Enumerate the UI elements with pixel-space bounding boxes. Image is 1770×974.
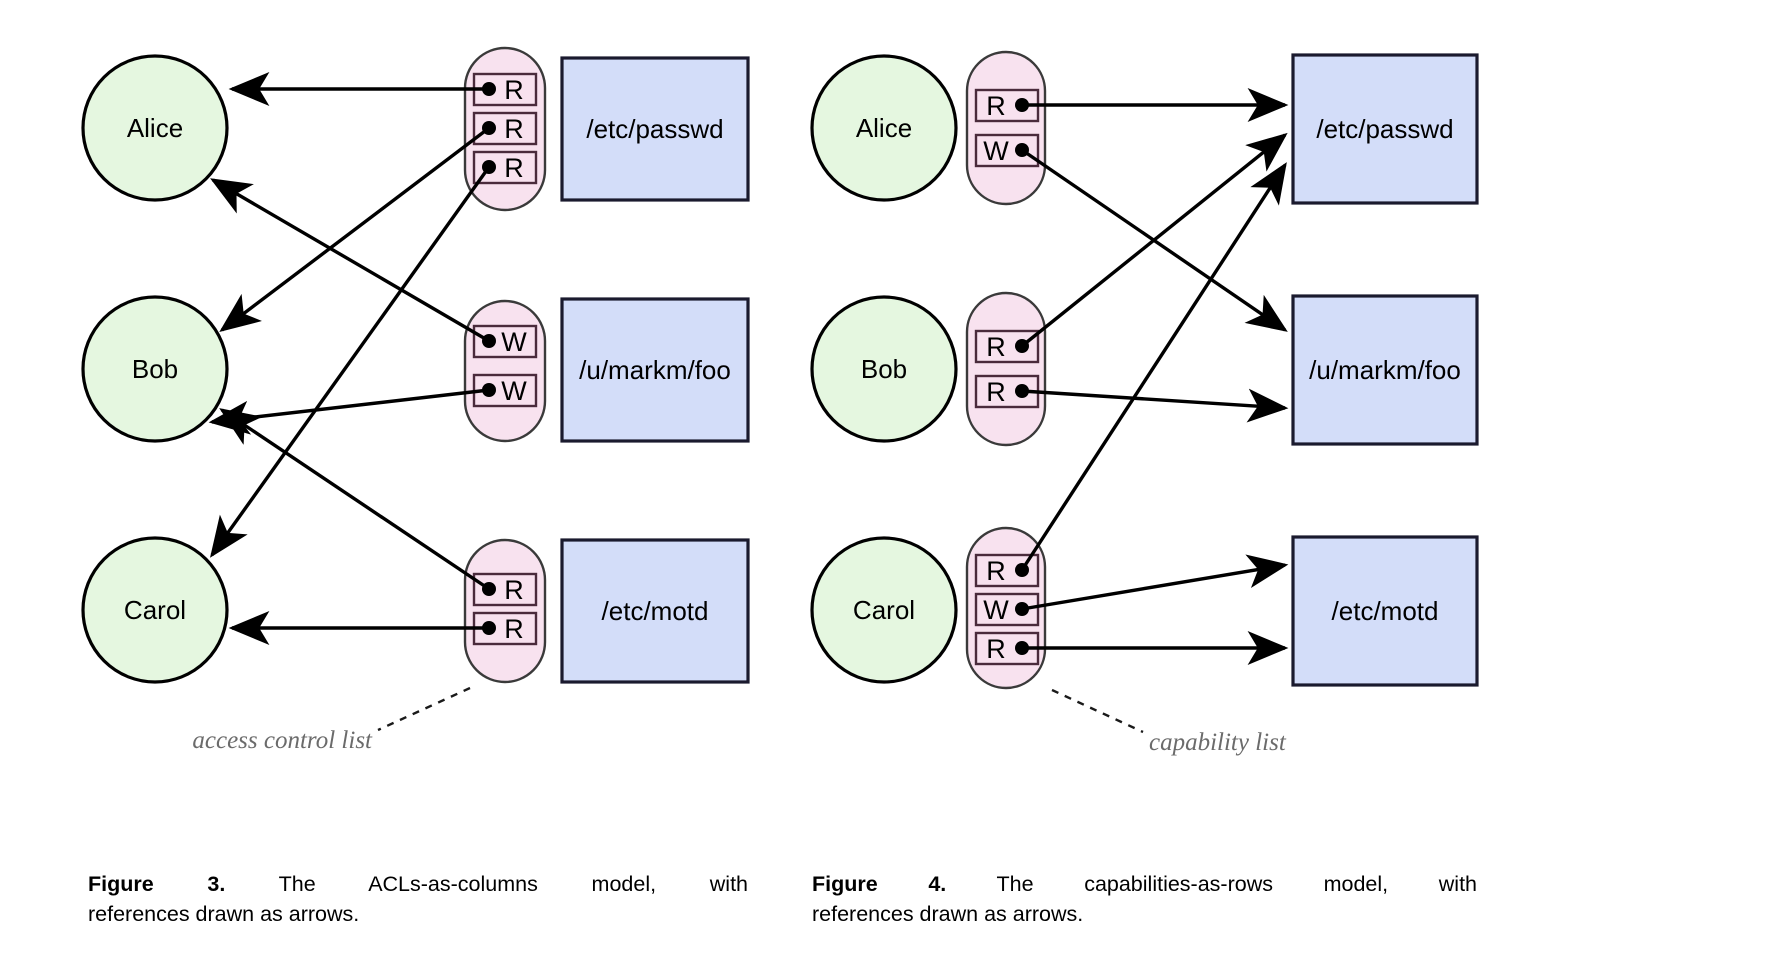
slot-perm: R: [504, 614, 524, 644]
subject-label: Alice: [856, 113, 912, 143]
arrow-cap-bob-markm: [1021, 388, 1289, 423]
subject-carol[interactable]: Carol: [810, 536, 958, 684]
annotation-leader-line: [1051, 688, 1144, 734]
subject-label: Alice: [127, 113, 183, 143]
cap-list-alice[interactable]: R W: [965, 50, 1047, 206]
subject-label: Bob: [132, 354, 178, 384]
object-label: /etc/passwd: [1316, 114, 1453, 144]
slot-perm: R: [986, 91, 1006, 121]
figure-4-caption: Figure 4. The capabilities-as-rows model…: [812, 870, 1477, 929]
annotation-capability-list: capability list: [1149, 729, 1287, 756]
subject-bob[interactable]: Bob: [81, 295, 229, 443]
annotation-access-control-list: access control list: [192, 727, 373, 754]
acl-slot[interactable]: R: [472, 572, 538, 607]
slot-perm: R: [504, 575, 524, 605]
arrow-acl-markm-alice: [210, 178, 490, 343]
figure-3-caption: Figure 3. The ACLs-as-columns model, wit…: [88, 870, 748, 929]
acl-slot[interactable]: R: [472, 111, 538, 146]
figure-3-caption-line1: The ACLs-as-columns model, with: [278, 872, 748, 896]
arrow-acl-markm-bob: [208, 388, 490, 435]
subject-label: Bob: [861, 354, 907, 384]
slot-perm: R: [504, 75, 524, 105]
arrow-acl-passwd-bob: [219, 126, 491, 333]
object-label: /etc/motd: [1332, 596, 1439, 626]
object-label: /u/markm/foo: [579, 355, 731, 385]
slot-perm: W: [501, 327, 527, 357]
acl-slot[interactable]: W: [472, 324, 538, 359]
slot-perm: W: [501, 376, 527, 406]
object-passwd[interactable]: /etc/passwd: [1291, 53, 1479, 205]
object-markm[interactable]: /u/markm/foo: [1291, 294, 1479, 446]
object-motd[interactable]: /etc/motd: [560, 538, 750, 684]
object-label: /etc/motd: [602, 596, 709, 626]
subject-bob[interactable]: Bob: [810, 295, 958, 443]
acl-list-markm[interactable]: W W: [463, 299, 547, 443]
object-label: /u/markm/foo: [1309, 355, 1461, 385]
cap-slot[interactable]: R: [974, 553, 1040, 588]
subject-label: Carol: [853, 595, 915, 625]
arrow-cap-bob-passwd: [1020, 132, 1288, 348]
slot-perm: W: [983, 136, 1009, 166]
slot-perm: R: [986, 377, 1006, 407]
acl-list-motd[interactable]: R R: [463, 538, 547, 684]
figure-4-caption-prefix: Figure 4.: [812, 872, 947, 896]
acl-list-passwd[interactable]: R R R: [463, 46, 547, 212]
figure-3-diagram: Alice Bob Carol /etc/passwd /u/markm/foo…: [81, 46, 750, 754]
arrow-cap-carol-markm: [1021, 554, 1289, 611]
subject-carol[interactable]: Carol: [81, 536, 229, 684]
annotation-leader-line: [377, 686, 471, 732]
cap-slot[interactable]: R: [974, 329, 1040, 364]
figure-3-caption-prefix: Figure 3.: [88, 872, 226, 896]
subject-label: Carol: [124, 595, 186, 625]
slot-perm: R: [986, 332, 1006, 362]
arrow-acl-passwd-carol: [210, 166, 491, 558]
acl-slot[interactable]: R: [472, 150, 538, 185]
acl-slot[interactable]: R: [472, 72, 538, 107]
figure-4-diagram: Alice Bob Carol /etc/passwd /u/markm/foo…: [810, 50, 1479, 756]
object-label: /etc/passwd: [586, 114, 723, 144]
slot-perm: R: [986, 556, 1006, 586]
figure-4-caption-line1: The capabilities-as-rows model, with: [996, 872, 1477, 896]
figure-3-caption-line2: references drawn as arrows.: [88, 901, 360, 926]
slot-perm: R: [504, 114, 524, 144]
object-markm[interactable]: /u/markm/foo: [560, 297, 750, 443]
slot-perm: W: [983, 595, 1009, 625]
object-motd[interactable]: /etc/motd: [1291, 535, 1479, 687]
arrow-acl-motd-bob: [219, 408, 490, 591]
slot-perm: R: [986, 634, 1006, 664]
slot-perm: R: [504, 153, 524, 183]
cap-list-bob[interactable]: R R: [965, 291, 1047, 447]
subject-alice[interactable]: Alice: [810, 54, 958, 202]
figure-4-caption-line2: references drawn as arrows.: [812, 901, 1084, 926]
cap-slot[interactable]: W: [974, 133, 1040, 168]
subject-alice[interactable]: Alice: [81, 54, 229, 202]
object-passwd[interactable]: /etc/passwd: [560, 56, 750, 202]
arrow-cap-carol-passwd: [1020, 162, 1287, 571]
